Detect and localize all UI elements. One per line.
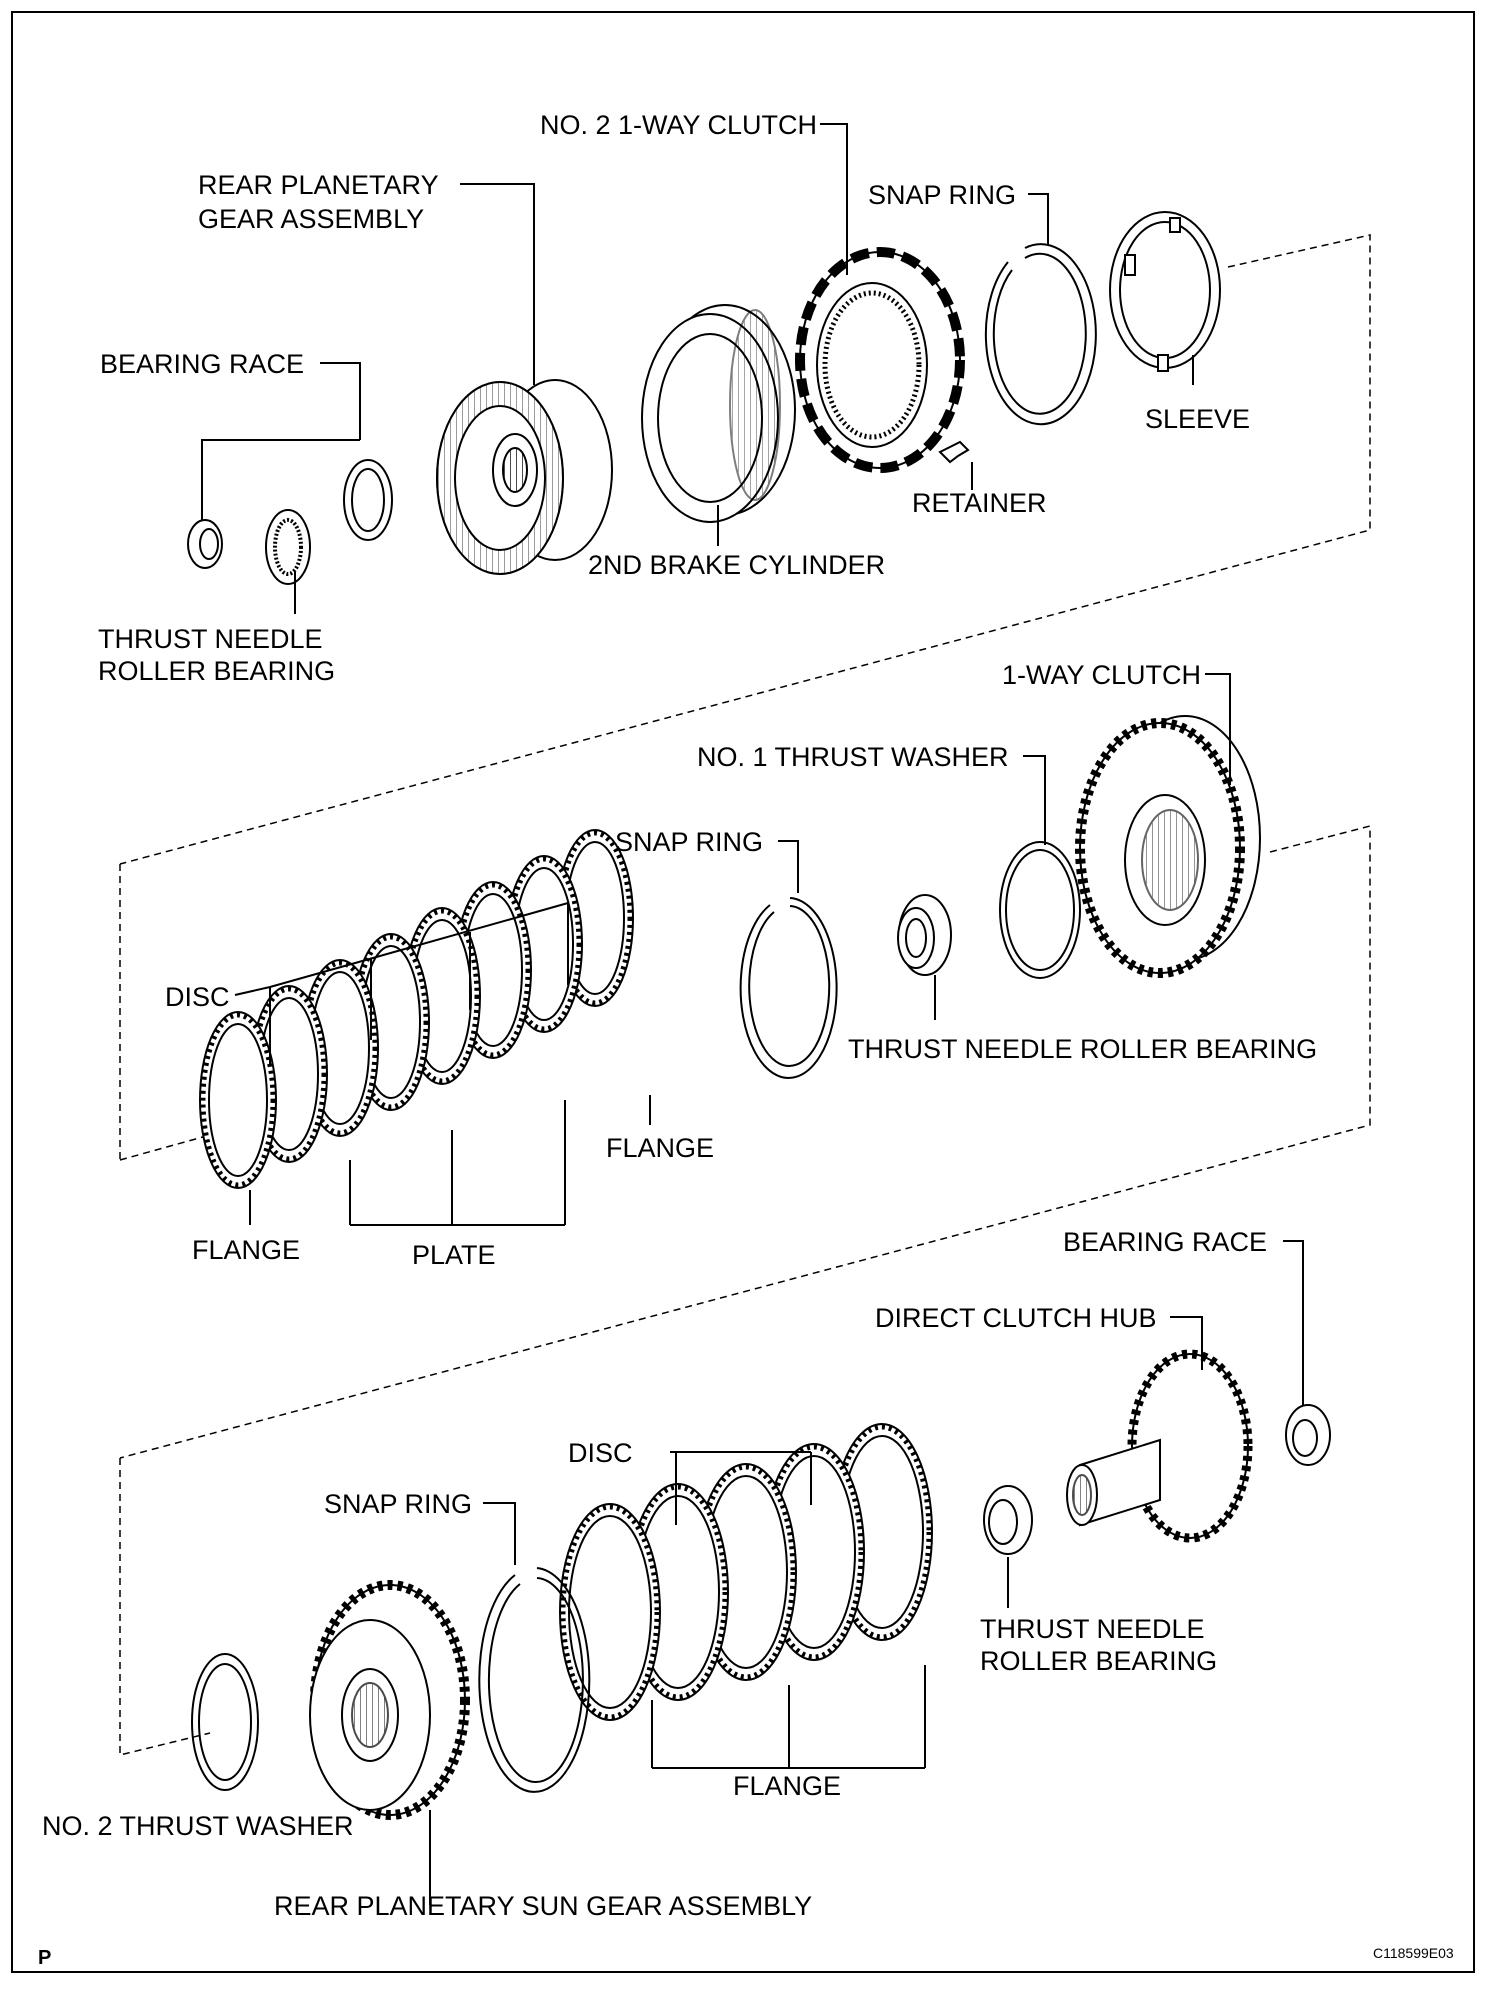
- middle-clutch-pack: [199, 829, 634, 1189]
- label-flange-mid-right: FLANGE: [606, 1133, 714, 1163]
- label-retainer: RETAINER: [912, 488, 1047, 518]
- label-thrust-needle-roller-bearing-top-2: ROLLER BEARING: [98, 656, 335, 686]
- bottom-clutch-pack: [559, 1423, 933, 1721]
- label-thrust-needle-roller-bearing-bottom-2: ROLLER BEARING: [980, 1646, 1217, 1676]
- bearing-race-bottom-part: [1285, 1404, 1331, 1466]
- bearing-race-top-small-part: [265, 509, 311, 585]
- label-thrust-needle-roller-bearing-top-1: THRUST NEEDLE: [98, 624, 323, 654]
- label-direct-clutch-hub: DIRECT CLUTCH HUB: [875, 1303, 1157, 1333]
- middle-clutch-ring-teeth: [200, 1012, 276, 1188]
- snap-ring-bottom-part: [478, 1567, 591, 1793]
- label-one-way-clutch: 1-WAY CLUTCH: [1002, 660, 1201, 690]
- label-snap-ring-mid: SNAP RING: [615, 827, 763, 857]
- middle-clutch-ring-bore: [208, 1023, 268, 1177]
- direct-clutch-hub-part: [1066, 1349, 1253, 1543]
- label-no1-thrust-washer: NO. 1 THRUST WASHER: [697, 742, 1009, 772]
- label-snap-ring-bottom: SNAP RING: [324, 1489, 472, 1519]
- label-second-brake-cylinder: 2ND BRAKE CYLINDER: [588, 550, 885, 580]
- retainer-part: [938, 440, 970, 464]
- part-labels: NO. 2 1-WAY CLUTCH REAR PLANETARY GEAR A…: [38, 110, 1454, 1969]
- thrust-needle-roller-bearing-top-part: [187, 519, 223, 569]
- snap-ring-mid-part: [739, 897, 838, 1079]
- label-no2-thrust-washer: NO. 2 THRUST WASHER: [42, 1811, 354, 1841]
- label-rear-planetary-sun-gear-assembly: REAR PLANETARY SUN GEAR ASSEMBLY: [274, 1891, 812, 1921]
- label-rear-planetary-gear-assembly-2: GEAR ASSEMBLY: [198, 204, 424, 234]
- label-bearing-race-bottom: BEARING RACE: [1063, 1227, 1267, 1257]
- label-no2-one-way-clutch: NO. 2 1-WAY CLUTCH: [540, 110, 817, 140]
- second-brake-cylinder-part: [641, 304, 796, 523]
- bottom-clutch-ring-bore: [568, 1515, 652, 1709]
- thrust-needle-roller-bearing-mid-part: [897, 894, 952, 976]
- no2-thrust-washer-part: [191, 1653, 259, 1791]
- rear-planetary-sun-gear-assembly-part: [309, 1580, 470, 1820]
- bearing-race-top-ring-part: [343, 459, 393, 541]
- label-thrust-needle-roller-bearing-bottom-1: THRUST NEEDLE: [980, 1614, 1205, 1644]
- dashed-outline-upper: [119, 234, 1371, 1160]
- rear-planetary-gear-assembly-part: [436, 379, 613, 575]
- dashed-outline-middle: [119, 825, 1371, 1756]
- no1-thrust-washer-part: [999, 841, 1081, 979]
- label-snap-ring-top: SNAP RING: [868, 180, 1016, 210]
- thrust-needle-roller-bearing-bottom-part: [983, 1485, 1033, 1555]
- no2-one-way-clutch-part: [795, 247, 965, 473]
- label-bearing-race-top: BEARING RACE: [100, 349, 304, 379]
- label-disc-mid: DISC: [165, 982, 230, 1012]
- label-rear-planetary-gear-assembly-1: REAR PLANETARY: [198, 170, 439, 200]
- corner-mark-p: P: [38, 1947, 51, 1969]
- label-thrust-needle-roller-bearing-mid: THRUST NEEDLE ROLLER BEARING: [848, 1034, 1317, 1064]
- bottom-clutch-ring-teeth: [560, 1504, 660, 1720]
- snap-ring-top-part: [984, 243, 1097, 426]
- label-flange-bottom: FLANGE: [733, 1771, 841, 1801]
- figure-code: C118599E03: [1373, 1945, 1454, 1961]
- sleeve-part: [1109, 211, 1221, 372]
- label-plate: PLATE: [412, 1240, 496, 1270]
- label-disc-bottom: DISC: [568, 1438, 633, 1468]
- label-sleeve: SLEEVE: [1145, 404, 1250, 434]
- frame-border: [11, 11, 1475, 1973]
- label-flange-mid-left: FLANGE: [192, 1235, 300, 1265]
- leader-lines: [201, 123, 1304, 1905]
- one-way-clutch-part: [1075, 715, 1261, 978]
